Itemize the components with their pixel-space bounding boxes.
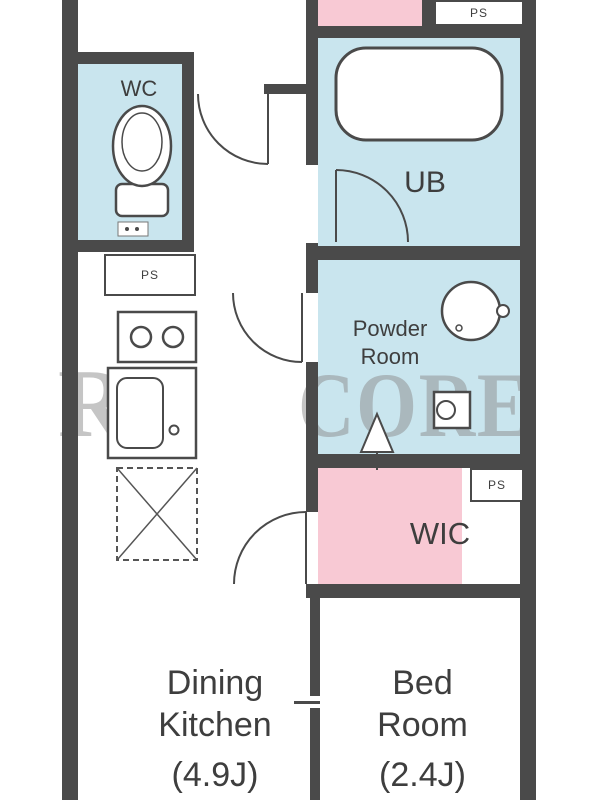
wall-entry-stub [264,84,306,94]
powder-room-label-1: Powder [352,316,428,341]
wall-center-top [306,0,318,165]
wall-top-band [306,26,536,38]
hand-sink-icon [432,390,472,430]
room-top-closet [318,0,422,28]
toilet-icon [111,104,173,218]
room-wic [318,468,462,584]
stove-icon [116,310,198,364]
wall-top-divider [422,0,434,28]
door-arc-entrance [197,93,269,165]
folding-door-icon [359,411,395,470]
ps-box-wic: PS [470,468,524,502]
kitchen-sink-icon [106,366,198,460]
ps-top-label: PS [469,6,488,20]
dining-kitchen-label-3: (4.9J) [171,756,259,794]
round-basin-icon [440,280,510,342]
wall-powder-wic-band [306,454,536,468]
ps-box-left: PS [104,254,196,296]
dining-kitchen-label-1: Dining [166,664,264,702]
wic-room-label: WIC [409,516,471,551]
wall-wc-bottom [78,240,194,252]
wall-wc-top [78,52,194,64]
wall-break-tick [294,701,320,704]
door-arc-dining [233,511,307,585]
watermark-right: CORE [298,354,531,456]
wall-ub-powder-band [306,246,536,260]
refrigerator-space-icon [116,467,198,561]
dining-kitchen-label-2: Kitchen [158,706,272,744]
bathtub-icon [334,46,504,142]
ps-box-top: PS [434,0,524,26]
wall-wic-bottom-band [306,584,536,598]
toilet-paper-chip [117,221,149,237]
ps-wic-label: PS [487,478,506,492]
ps-left-label: PS [140,268,159,282]
wall-outer-right [520,0,536,800]
door-arc-bath [335,169,409,243]
bed-room-label-1: Bed [392,664,453,702]
bed-room-label-2: Room [377,706,468,744]
powder-room-label-2: Room [360,344,420,369]
wall-wc-right [182,52,194,252]
wc-room-label: WC [120,76,158,101]
wall-outer-left [62,0,78,800]
wall-center-lower [306,362,318,512]
door-arc-powder [232,292,303,363]
bed-room-label-3: (2.4J) [379,756,466,794]
ub-room-label: UB [404,166,446,199]
